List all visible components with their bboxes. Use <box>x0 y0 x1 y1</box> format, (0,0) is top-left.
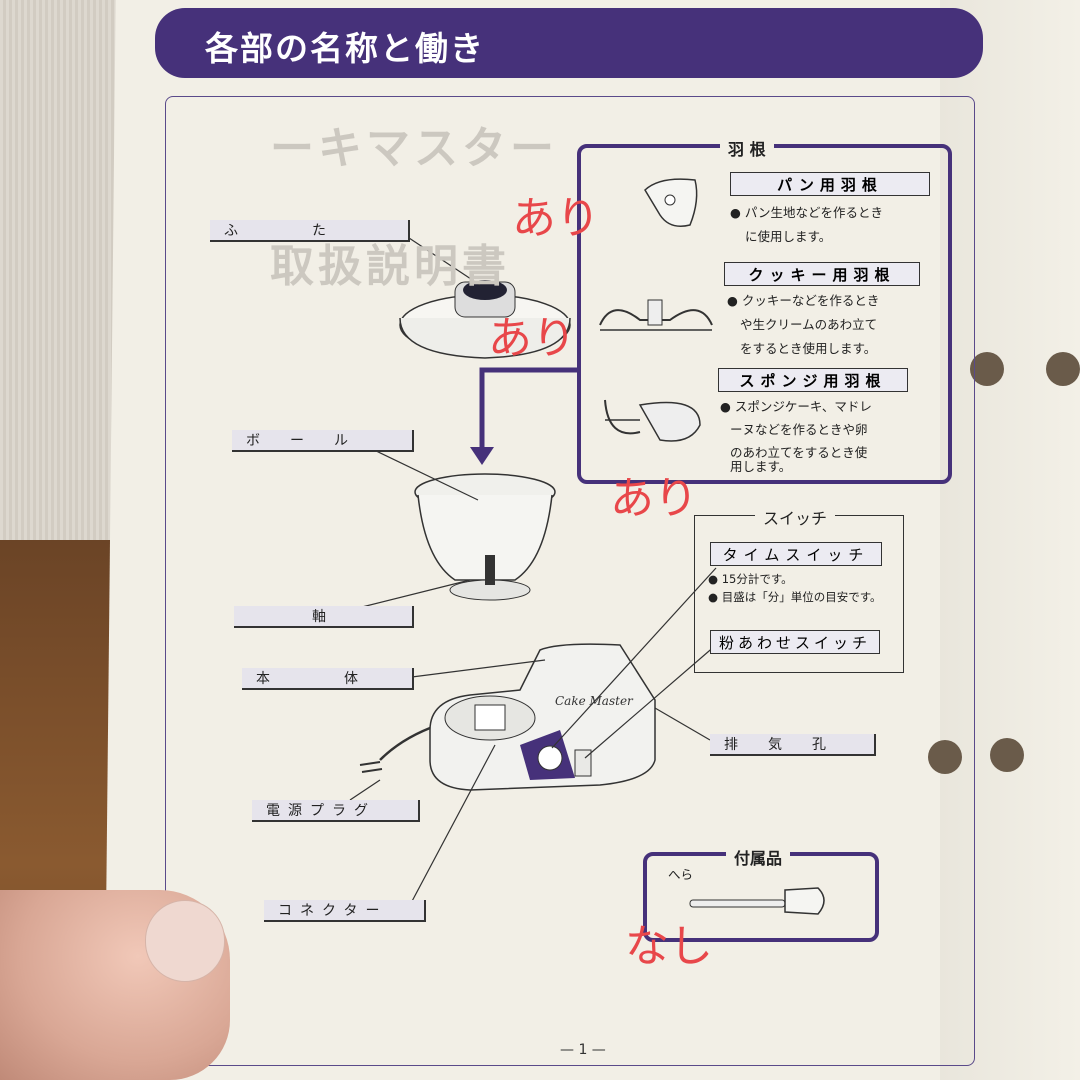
mix-switch-label: 粉あわせスイッチ <box>710 630 880 654</box>
sponge-blade-desc-4: 用します。 <box>730 459 792 474</box>
cookie-blade-drawing <box>599 299 713 331</box>
cookie-blade-desc-1: ● クッキーなどを作るとき <box>727 293 880 308</box>
sponge-blade-desc-1: ● スポンジケーキ、マドレ <box>720 399 872 414</box>
label-main-body: 本 体 <box>242 668 414 690</box>
label-vent: 排 気 孔 <box>710 734 876 756</box>
switch-section-title: スイッチ <box>755 505 836 529</box>
annotation-ari-bowl: あり <box>610 473 698 524</box>
label-power-plug: 電源プラグ <box>252 800 420 822</box>
cookie-blade-desc-2: や生クリームのあわ立て <box>740 317 878 332</box>
label-shaft: 軸 <box>234 606 414 628</box>
blade-section-title: 羽 根 <box>720 136 774 160</box>
time-switch-label: タイムスイッチ <box>710 542 882 566</box>
sponge-blade-desc-3: のあわ立てをするとき使 <box>730 445 868 460</box>
sponge-blade-label: スポンジ用羽根 <box>718 368 908 392</box>
time-switch-desc-2: ● 目盛は「分」単位の目安です。 <box>708 590 882 604</box>
binder-hole <box>1046 352 1080 386</box>
annotation-ari-lid: あり <box>488 313 576 364</box>
bread-blade-label: パン用羽根 <box>730 172 930 196</box>
next-page-edge <box>940 0 1080 1080</box>
sponge-blade-drawing <box>604 399 701 442</box>
bread-blade-desc-2: に使用します。 <box>745 229 832 244</box>
time-switch-desc-1: ● 15分計です。 <box>708 572 793 586</box>
accessories-title: 付属品 <box>726 845 791 869</box>
spatula-drawing <box>689 887 825 915</box>
binder-hole <box>970 352 1004 386</box>
lid-drawing <box>399 280 571 359</box>
binder-hole <box>928 740 962 774</box>
annotation-nashi-spatula: なし <box>625 921 713 972</box>
page-number: — 1 — <box>560 1042 606 1058</box>
cookie-blade-label: クッキー用羽根 <box>724 262 920 286</box>
section-title-bar: 各部の名称と働き <box>155 8 983 78</box>
spatula-label: へら <box>668 867 694 882</box>
section-title: 各部の名称と働き <box>205 29 485 68</box>
binder-hole <box>990 738 1024 772</box>
sponge-blade-desc-2: ーヌなどを作るときや卵 <box>730 422 868 437</box>
bread-blade-desc-1: ● パン生地などを作るとき <box>730 205 884 220</box>
label-bowl: ボ ー ル <box>232 430 414 452</box>
thumbnail <box>145 900 225 982</box>
label-lid: ふ た <box>210 220 410 242</box>
diagram-frame <box>165 96 975 1066</box>
bread-blade-drawing <box>644 178 698 227</box>
main-body-drawing: Cake Master <box>429 643 656 791</box>
bowl-drawing <box>414 473 556 601</box>
cookie-blade-desc-3: をするとき使用します。 <box>740 341 877 356</box>
annotation-ari-bread: あり <box>512 193 600 244</box>
label-connector: コネクター <box>264 900 426 922</box>
